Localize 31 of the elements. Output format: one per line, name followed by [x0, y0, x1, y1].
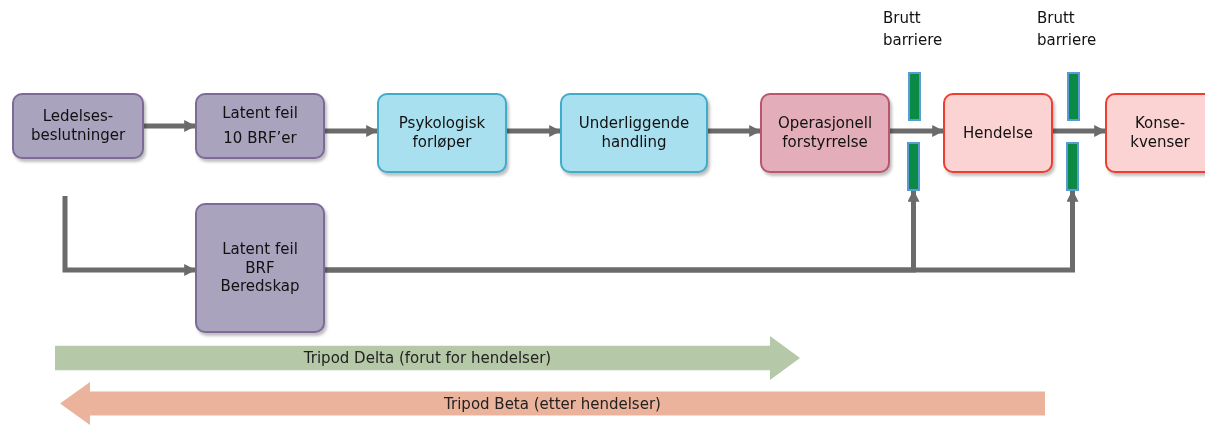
barrier-label: Brutt barriere: [883, 9, 943, 49]
barrier-bar: [1066, 142, 1079, 191]
arrow: [708, 125, 762, 137]
node-label: Psykologisk forløper: [397, 114, 487, 152]
arrow: [890, 125, 945, 137]
process-box: [12, 93, 144, 159]
process-box: [1105, 93, 1205, 173]
arrow: [144, 120, 197, 132]
band-label: Tripod Beta (etter hendelser): [444, 394, 661, 413]
arrow: [325, 125, 379, 137]
node-label: Underliggende handling: [577, 114, 691, 152]
arrow: [1053, 125, 1107, 137]
process-box: [943, 93, 1053, 173]
process-box: [760, 93, 890, 173]
process-box: [195, 93, 325, 159]
node-label: Operasjonell forstyrrelse: [776, 114, 874, 152]
node-label: Latent feil: [222, 104, 298, 123]
barrier-bar: [907, 142, 920, 191]
arrow: [507, 125, 562, 137]
process-box: [195, 203, 325, 333]
process-box: [377, 93, 507, 173]
process-box: [560, 93, 708, 173]
node-label: Ledelses-beslutninger: [29, 107, 127, 145]
node-label: Hendelse: [963, 123, 1033, 143]
node-label: Latent feil BRF Beredskap: [219, 239, 301, 297]
node-label: Konse-kvenser: [1129, 114, 1191, 152]
node-label: 10 BRF’er: [223, 129, 297, 148]
arrow: [325, 189, 1079, 273]
barrier-label: Brutt barriere: [1037, 9, 1097, 49]
band-label: Tripod Delta (forut for hendelser): [303, 349, 552, 367]
arrow: [62, 196, 197, 276]
